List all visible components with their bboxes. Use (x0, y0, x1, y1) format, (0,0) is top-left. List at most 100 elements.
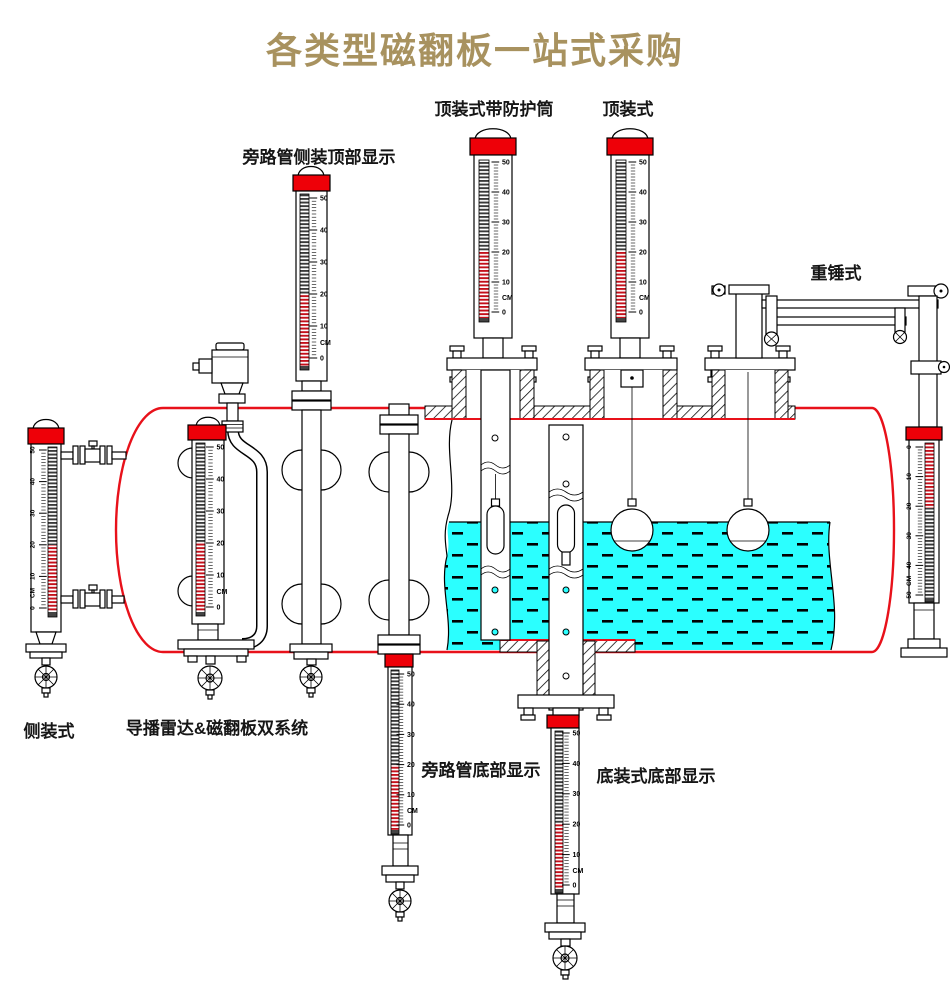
scale-label: 10 (217, 572, 225, 579)
gauge-red-cap (384, 653, 414, 668)
label-bottom-mounted-bottom-display: 底装式底部显示 (596, 767, 716, 786)
scale-label: 10 (407, 792, 415, 799)
flapper-level-red (616, 252, 626, 318)
flapper-level-red (300, 294, 309, 366)
scale-label: 30 (502, 219, 510, 226)
scale-label: 20 (906, 502, 913, 510)
flapper-level-red (391, 765, 399, 830)
cutaway-wave-left (443, 419, 453, 651)
scale-label: 40 (30, 478, 37, 486)
counterweight-cable-run (761, 295, 939, 347)
scale-label: 30 (217, 508, 225, 515)
scale-label: 40 (502, 189, 510, 196)
scale-label: 0 (217, 604, 221, 611)
counterweight-stand (704, 283, 796, 420)
gauge-red-cap (905, 426, 943, 441)
scale-label: 20 (407, 762, 415, 769)
float (486, 505, 505, 555)
guard-tube-float (480, 369, 511, 641)
scale-label: 30 (30, 509, 37, 517)
scale-label: 20 (217, 540, 225, 547)
scale-label: 0 (30, 606, 37, 610)
label-top-mounted: 顶装式 (602, 100, 654, 119)
scale-label: CM (639, 295, 650, 302)
scale-label: 50 (217, 444, 225, 451)
scale-label: 20 (573, 822, 581, 829)
page-title: 各类型磁翻板一站式采购 (265, 30, 684, 71)
label-radar-dual-system: 导播雷达&磁翻板双系统 (125, 719, 309, 738)
scale-label: 50 (906, 591, 913, 599)
ball-float (726, 508, 770, 552)
top-mounted-float (610, 387, 654, 552)
radar-transmitter (192, 342, 249, 433)
scale-label: 30 (407, 732, 415, 739)
drain-valve (552, 945, 578, 980)
flapper-level-red (555, 823, 563, 889)
counterweight-float (726, 372, 770, 552)
scale-label: 40 (407, 702, 415, 709)
drain-valve (197, 665, 223, 700)
gauge-tube (908, 439, 940, 604)
scale-label: 30 (320, 259, 328, 266)
scale-label: 10 (573, 852, 581, 859)
scale-label: CM (502, 295, 513, 302)
label-bypass-bottom-display: 旁路管底部显示 (421, 761, 541, 780)
scale-label: CM (573, 868, 584, 875)
scale-label: 0 (407, 822, 411, 829)
scale-label: 30 (906, 532, 913, 540)
mounting-flange (584, 357, 678, 371)
scale-label: 0 (639, 309, 643, 316)
gauge-red-cap (292, 174, 331, 192)
flapper-level-red (925, 443, 934, 508)
drain-valve (388, 889, 412, 922)
scale-label: 40 (573, 761, 581, 768)
scale-label: 50 (573, 730, 581, 737)
scale-label: 40 (320, 227, 328, 234)
float (556, 504, 576, 554)
process-connection-top (60, 440, 127, 465)
scale-label: CM (320, 340, 331, 347)
cable-pipe-upper (761, 299, 939, 309)
label-counterweight: 重锤式 (810, 264, 862, 283)
label-side-mounted: 侧装式 (23, 722, 75, 741)
mounting-flange (704, 357, 796, 371)
gauge-red-cap (469, 137, 517, 156)
flapper-level-red (479, 252, 489, 318)
floor-base (900, 647, 948, 658)
scale-label: 10 (906, 473, 913, 481)
label-top-mounted-with-guard: 顶装式带防护筒 (434, 100, 554, 119)
flapper-level-red (48, 545, 57, 612)
gauge-red-cap (187, 424, 227, 441)
gauge-red-cap (606, 137, 654, 156)
scale-label: 50 (30, 446, 37, 454)
scale-label: CM (30, 588, 37, 598)
scale-label: 50 (320, 195, 328, 202)
mounting-flange (446, 357, 538, 371)
process-connection-bottom (60, 584, 125, 609)
scale-label: 20 (502, 249, 510, 256)
scale-label: 20 (30, 541, 37, 549)
scale-label: 30 (639, 219, 647, 226)
scale-label: 50 (502, 159, 510, 166)
flapper-level-red (196, 543, 205, 612)
drain-valve (299, 665, 323, 698)
scale-label: 0 (573, 882, 577, 889)
scale-label: 50 (639, 159, 647, 166)
cable-pipe-lower (769, 316, 907, 326)
drain-valve (34, 665, 58, 698)
scale-label: 10 (639, 279, 647, 286)
